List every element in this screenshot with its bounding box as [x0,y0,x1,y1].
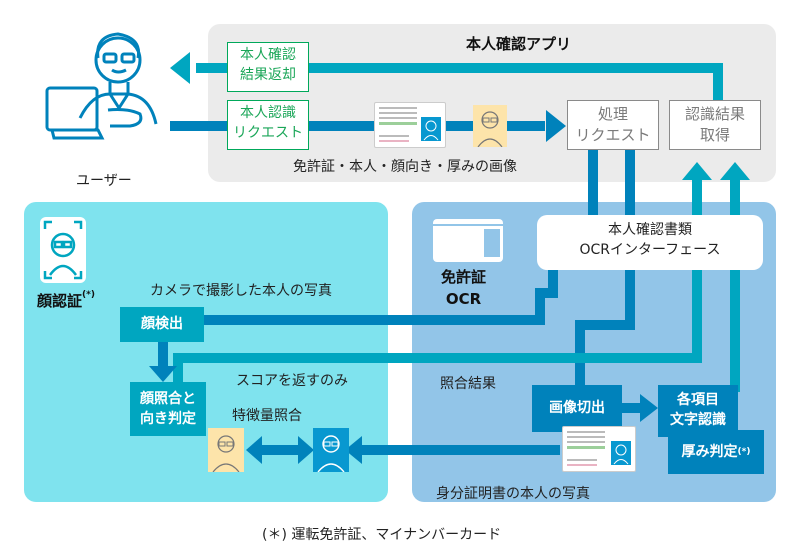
cropped-license-photo-icon [611,441,631,465]
ocr-interface-line2: OCRインターフェース [579,242,721,258]
recognition-request-line1: 本人認識 [240,105,296,121]
interface-to-face-detect-line [200,270,558,325]
get-result-line1: 認識結果 [684,105,745,123]
images-label: 免許証・本人・顔向き・厚みの画像 [293,159,517,175]
thickness-box: 厚み判定(*) [668,430,764,474]
id-photo-arrowhead [345,436,362,464]
process-request-line1: 処理 [597,105,628,123]
user-label: ユーザー [76,173,132,189]
recognition-request-line2: リクエスト [233,125,303,141]
image-crop-box: 画像切出 [532,385,622,432]
license-ocr-title-line2: OCR [445,290,482,308]
face-match-line2: 向き判定 [140,411,196,427]
license-card-image [374,102,446,148]
id-photo-label: 身分証明書の本人の写真 [436,486,590,502]
license-ocr-title: 免許証 OCR [441,266,486,310]
camera-photo-label: カメラで撮影した本人の写真 [150,283,332,299]
cropped-license-image [562,426,636,472]
result-up-arrowhead-2 [720,162,750,180]
face-detect-down-arrowhead [149,366,177,382]
face-auth-title-text: 顔認証 [37,292,83,310]
result-return-line [196,63,723,104]
license-ocr-title-line1: 免許証 [441,268,487,286]
process-request-line2: リクエスト [575,126,651,144]
thickness-text: 厚み判定 [681,444,738,460]
crop-to-recog-arrowhead [640,394,658,422]
license-photo-icon [421,117,441,141]
match-result-label: 照合結果 [440,376,496,392]
get-result-line2: 取得 [699,126,730,144]
camera-face-photo-icon [208,428,244,472]
ocr-interface-line1: 本人確認書類 [608,222,692,238]
result-return-line1: 本人確認 [240,47,296,63]
person-photo-icon [473,105,507,147]
feature-match-arrowhead-left [246,436,262,464]
score-only-label: スコアを返すのみ [236,373,348,389]
id-face-photo-icon [313,428,349,472]
result-up-arrowhead-1 [682,162,712,180]
face-auth-icon [40,217,86,283]
thickness-mark: (*) [737,447,751,457]
face-match-line1: 顔照合と [140,391,196,407]
char-recog-line2: 文字認識 [670,412,726,428]
get-result-box: 認識結果 取得 [669,100,761,150]
license-card-icon [433,219,503,262]
face-detect-box: 顔検出 [120,307,204,342]
result-return-arrowhead [170,52,190,84]
app-title: 本人確認アプリ [466,35,572,53]
footnote: (＊) 運転免許証、マイナンバーカード [262,527,502,543]
process-request-box: 処理 リクエスト [567,100,659,150]
user-icon [40,28,170,158]
request-arrowhead [546,110,566,142]
face-match-box: 顔照合と 向き判定 [130,382,206,436]
recognition-request-box: 本人認識 リクエスト [227,100,309,150]
face-auth-title: 顔認証(*) [37,290,95,311]
face-auth-title-mark: (*) [82,290,95,300]
result-return-box: 本人確認 結果返却 [227,42,309,92]
match-result-line [173,270,702,388]
feature-match-arrowhead-right [298,436,314,464]
ocr-interface-box: 本人確認書類 OCRインターフェース [537,215,763,270]
interface-to-crop-line [575,270,635,390]
feature-match-label: 特徴量照合 [232,408,302,424]
char-recog-box: 各項目 文字認識 [658,385,738,437]
result-return-line2: 結果返却 [240,67,296,83]
char-recog-line1: 各項目 [677,392,719,408]
